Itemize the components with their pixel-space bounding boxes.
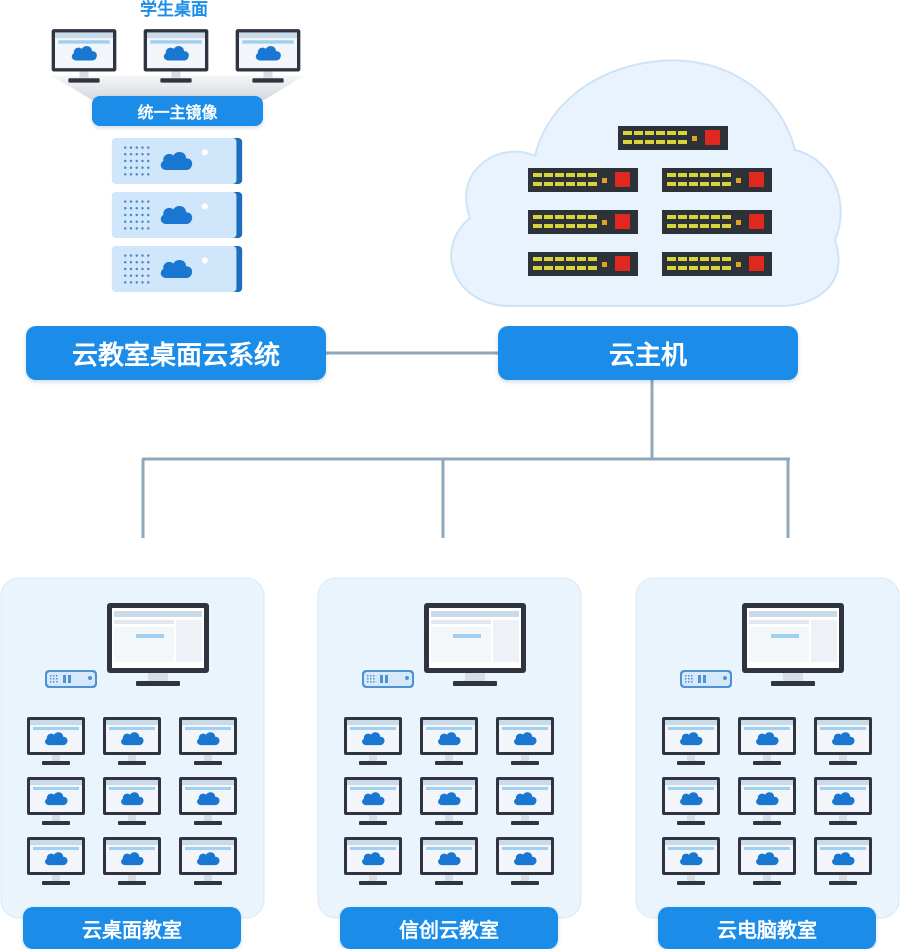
rack-server-icon bbox=[528, 252, 638, 276]
rack-server-icon bbox=[618, 126, 728, 150]
classroom-label: 云电脑教室 bbox=[658, 907, 876, 949]
classroom-panel bbox=[0, 577, 265, 919]
monitor-icon bbox=[236, 29, 301, 83]
cloud-desktop-system-node: 云教室桌面云系统 bbox=[26, 326, 326, 380]
connector-lines bbox=[141, 351, 790, 538]
classroom-panel bbox=[635, 577, 900, 919]
rack-server-icon bbox=[662, 168, 772, 192]
cloud-host-cloud bbox=[450, 59, 842, 307]
server-icon bbox=[112, 138, 242, 184]
server-icon bbox=[112, 192, 242, 238]
cloud-host-node: 云主机 bbox=[498, 326, 798, 380]
server-stack bbox=[112, 138, 242, 292]
server-icon bbox=[112, 246, 242, 292]
student-desktop-group bbox=[52, 29, 304, 100]
unified-image-banner: 统一主镜像 bbox=[92, 96, 263, 126]
rack-server-icon bbox=[528, 210, 638, 234]
cloud-icon bbox=[450, 59, 842, 307]
image-distribution-fan bbox=[52, 76, 304, 100]
thin-client-icon bbox=[362, 670, 414, 688]
monitor-icon bbox=[52, 29, 117, 83]
classroom-label: 云桌面教室 bbox=[23, 907, 241, 949]
rack-server-icon bbox=[662, 252, 772, 276]
thin-client-icon bbox=[680, 670, 732, 688]
rack-server-icon bbox=[528, 168, 638, 192]
rack-server-icon bbox=[662, 210, 772, 234]
student-desktop-caption: 学生桌面 bbox=[140, 0, 208, 20]
classroom-panel bbox=[317, 577, 582, 919]
monitor-icon bbox=[144, 29, 209, 83]
thin-client-icon bbox=[45, 670, 97, 688]
classroom-label: 信创云教室 bbox=[340, 907, 558, 949]
